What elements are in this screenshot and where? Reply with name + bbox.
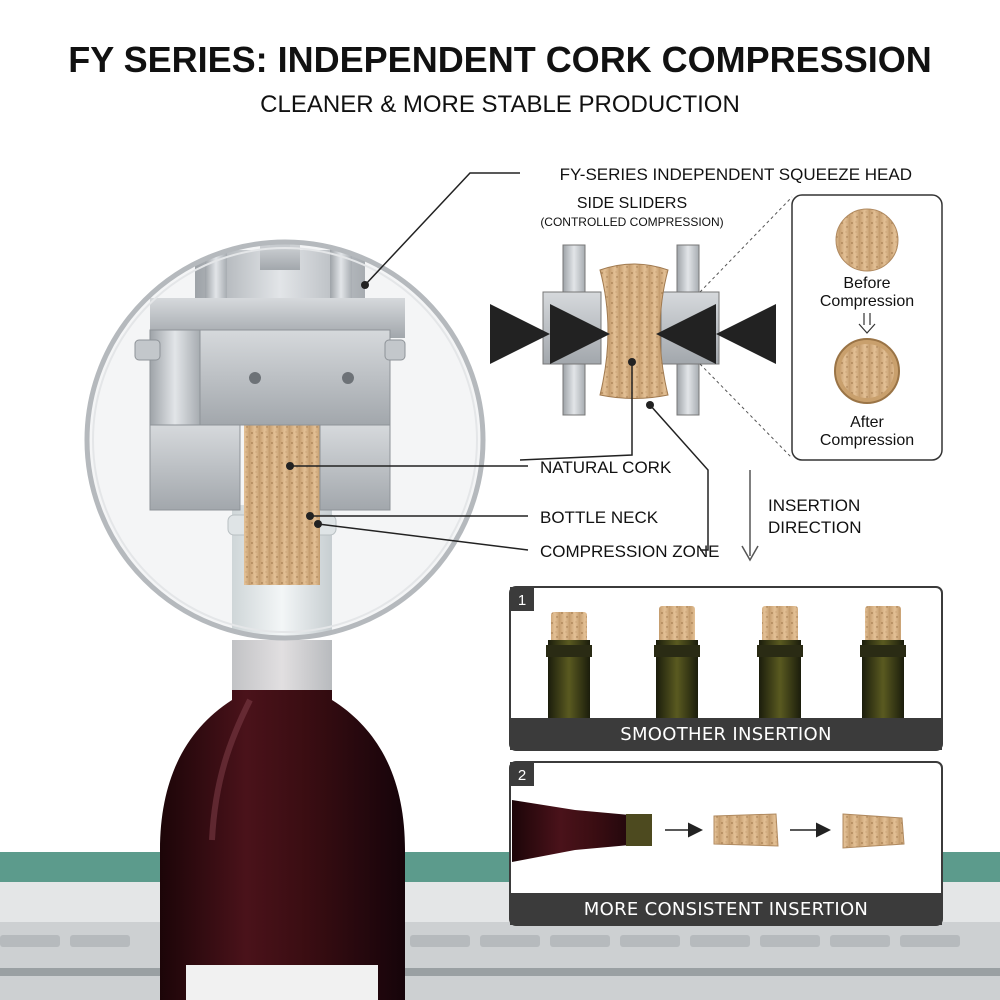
zone-dot <box>314 520 322 528</box>
panel-smoother-insertion: 1 <box>509 586 943 751</box>
wine-bottle <box>160 640 405 1000</box>
side-sliders-label: SIDE SLIDERS <box>577 195 687 212</box>
panel-1-number: 1 <box>518 592 526 609</box>
after-label-line1: After <box>850 414 884 431</box>
side-sliders-note: (CONTROLLED COMPRESSION) <box>540 215 723 229</box>
compressed-cork <box>599 263 669 399</box>
insertion-direction-arrow-icon <box>741 470 759 562</box>
compression-zone-label: COMPRESSION ZONE <box>540 542 719 561</box>
tilted-bottle <box>512 800 652 862</box>
bottle-row <box>546 606 906 718</box>
callout-lines <box>290 172 529 551</box>
bottle-label <box>186 965 378 1000</box>
squeeze-head-label: FY-SERIES INDEPENDENT SQUEEZE HEAD <box>560 165 912 184</box>
cork-dot <box>286 462 294 470</box>
panel-1-label: SMOOTHER INSERTION <box>620 724 832 745</box>
insertion-direction-line1: INSERTION <box>768 496 860 515</box>
squeeze-head-dot <box>361 281 369 289</box>
neck-dot <box>306 512 314 520</box>
natural-cork-label: NATURAL CORK <box>540 458 672 477</box>
after-label-line2: Compression <box>820 432 914 449</box>
down-arrow-icon <box>858 313 876 334</box>
slider-assembly <box>490 244 776 416</box>
page-title: FY SERIES: INDEPENDENT CORK COMPRESSION <box>68 39 931 80</box>
before-label-line2: Compression <box>820 293 914 310</box>
insertion-direction-line2: DIRECTION <box>768 518 862 537</box>
panel-consistent-insertion: 2 <box>509 761 943 926</box>
before-cork-circle <box>835 208 899 272</box>
cork-in-head <box>244 425 320 585</box>
panel-2-number: 2 <box>518 767 526 784</box>
magnifier-lens <box>84 239 486 641</box>
bottle-neck-label: BOTTLE NECK <box>540 508 659 527</box>
panel-2-label: MORE CONSISTENT INSERTION <box>583 899 869 920</box>
page-subtitle: CLEANER & MORE STABLE PRODUCTION <box>260 91 740 118</box>
cork-tapered <box>713 813 779 847</box>
cork-final <box>842 813 905 849</box>
before-label-line1: Before <box>843 275 890 292</box>
compression-compare-box <box>791 194 943 461</box>
